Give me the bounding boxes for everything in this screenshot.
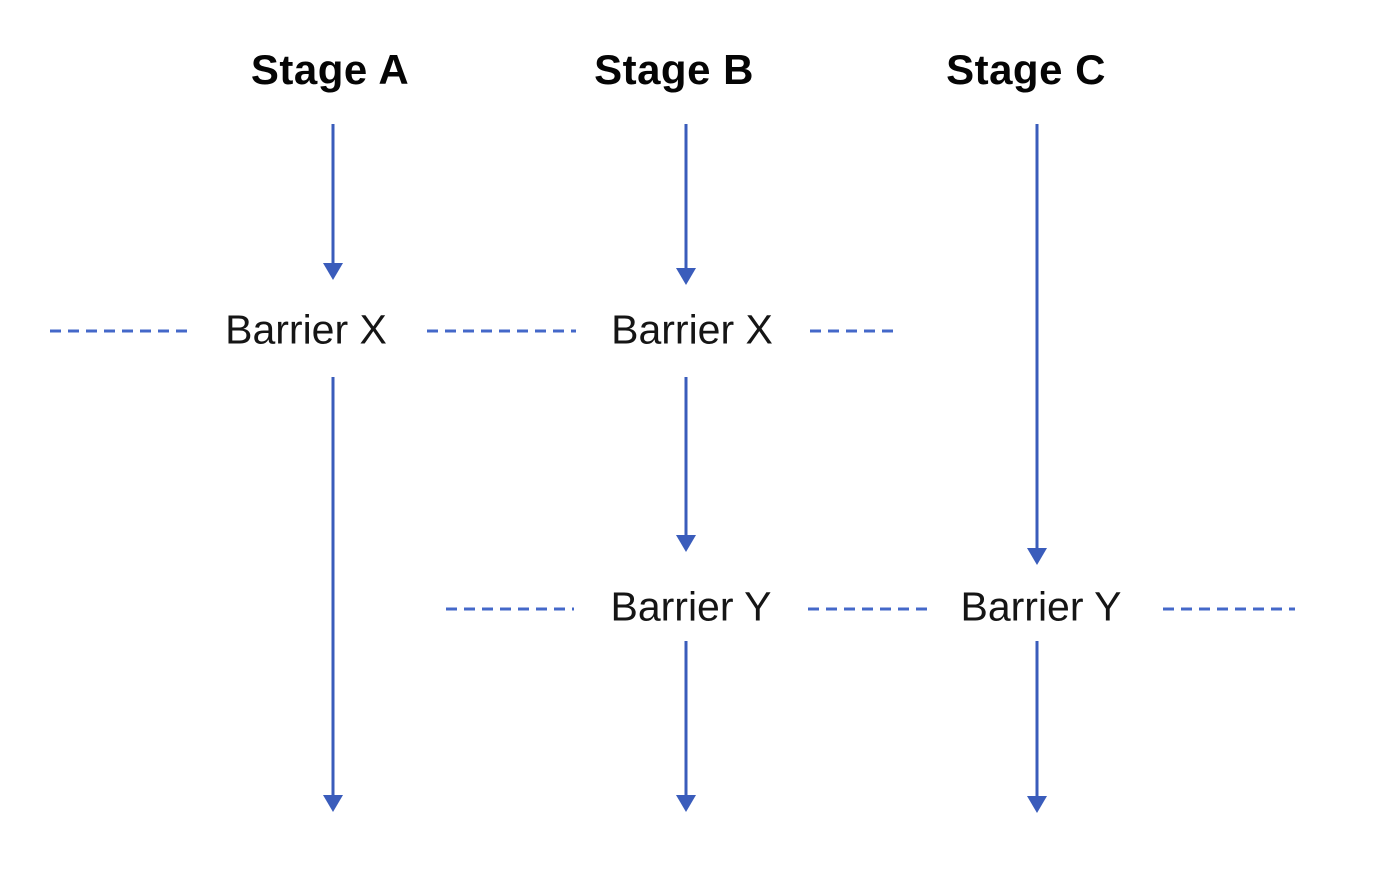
arrow-shaft xyxy=(331,377,335,798)
arrowhead-down-icon xyxy=(323,795,343,812)
arrowhead-down-icon xyxy=(676,268,696,285)
arrowhead-down-icon xyxy=(676,795,696,812)
arrowhead-down-icon xyxy=(676,535,696,552)
barrier-y-label-stage-b: Barrier Y xyxy=(610,583,772,630)
stage-c-arrow-top xyxy=(1026,124,1048,565)
arrow-shaft xyxy=(684,124,688,271)
stage-b-arrow-top xyxy=(675,124,697,285)
arrowhead-down-icon xyxy=(1027,796,1047,813)
barrier-y-dash-right xyxy=(1163,607,1295,611)
arrow-shaft xyxy=(1035,124,1039,551)
barrier-y-dash-left xyxy=(446,607,574,611)
barrier-y-label-stage-c: Barrier Y xyxy=(960,583,1122,630)
arrow-shaft xyxy=(684,377,688,538)
arrowhead-down-icon xyxy=(1027,548,1047,565)
stage-a-arrow-top xyxy=(322,124,344,280)
stage-a-arrow-bottom xyxy=(322,377,344,812)
stage-c-arrow-bottom xyxy=(1026,641,1048,813)
stage-c-header: Stage C xyxy=(946,46,1106,93)
barrier-y-dash-middle xyxy=(808,607,929,611)
barrier-x-dash-right xyxy=(810,329,897,333)
stage-b-header: Stage B xyxy=(594,46,754,93)
barrier-x-dash-middle xyxy=(427,329,576,333)
arrow-shaft xyxy=(684,641,688,798)
stage-a-header: Stage A xyxy=(250,46,410,93)
stage-b-arrow-bottom xyxy=(675,641,697,812)
arrowhead-down-icon xyxy=(323,263,343,280)
barrier-x-dash-left xyxy=(50,329,190,333)
barrier-x-label-stage-b: Barrier X xyxy=(611,306,773,353)
stage-b-arrow-middle xyxy=(675,377,697,552)
arrow-shaft xyxy=(331,124,335,266)
barrier-x-label-stage-a: Barrier X xyxy=(225,306,387,353)
arrow-shaft xyxy=(1035,641,1039,799)
